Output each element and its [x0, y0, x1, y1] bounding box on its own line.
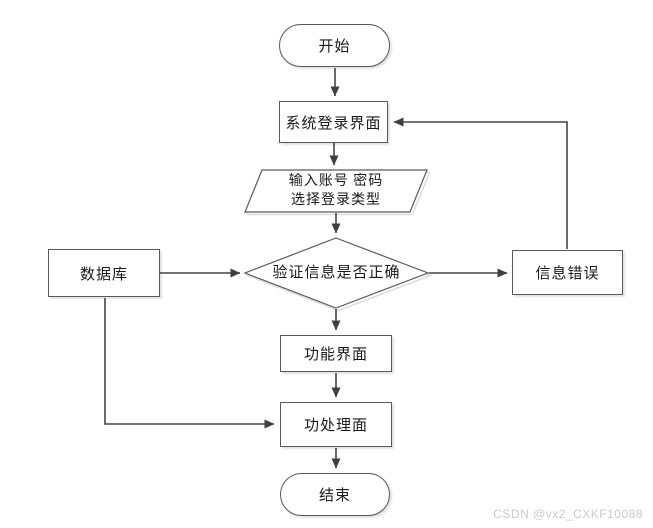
input-label-line1: 输入账号 密码	[288, 174, 384, 189]
input-parallelogram-shape	[244, 169, 428, 213]
verify-label: 验证信息是否正确	[272, 264, 401, 281]
process-node: 功处理面	[280, 402, 392, 447]
login-label: 系统登录界面	[285, 115, 382, 132]
csdn-watermark: CSDN @vx2_CXKF10088	[493, 507, 643, 521]
error-node: 信息错误	[512, 250, 623, 295]
database-node: 数据库	[48, 249, 160, 297]
start-label: 开始	[318, 39, 351, 55]
verify-node-label: 验证信息是否正确	[245, 258, 428, 288]
process-label: 功处理面	[303, 418, 368, 434]
input-node-label: 输入账号 密码 选择登录类型	[245, 170, 427, 212]
input-label-line2: 选择登录类型	[291, 193, 381, 208]
start-node: 开始	[279, 24, 390, 67]
edge-database-to-process	[104, 298, 275, 429]
database-label: 数据库	[79, 266, 128, 283]
function-node: 功能界面	[280, 335, 392, 372]
login-node: 系统登录界面	[279, 101, 388, 143]
edge-error-to-login	[393, 117, 568, 249]
verify-diamond-shape	[243, 237, 430, 309]
error-label: 信息错误	[535, 266, 600, 282]
end-node: 结束	[280, 473, 390, 516]
function-label: 功能界面	[303, 347, 368, 363]
end-label: 结束	[318, 488, 351, 504]
